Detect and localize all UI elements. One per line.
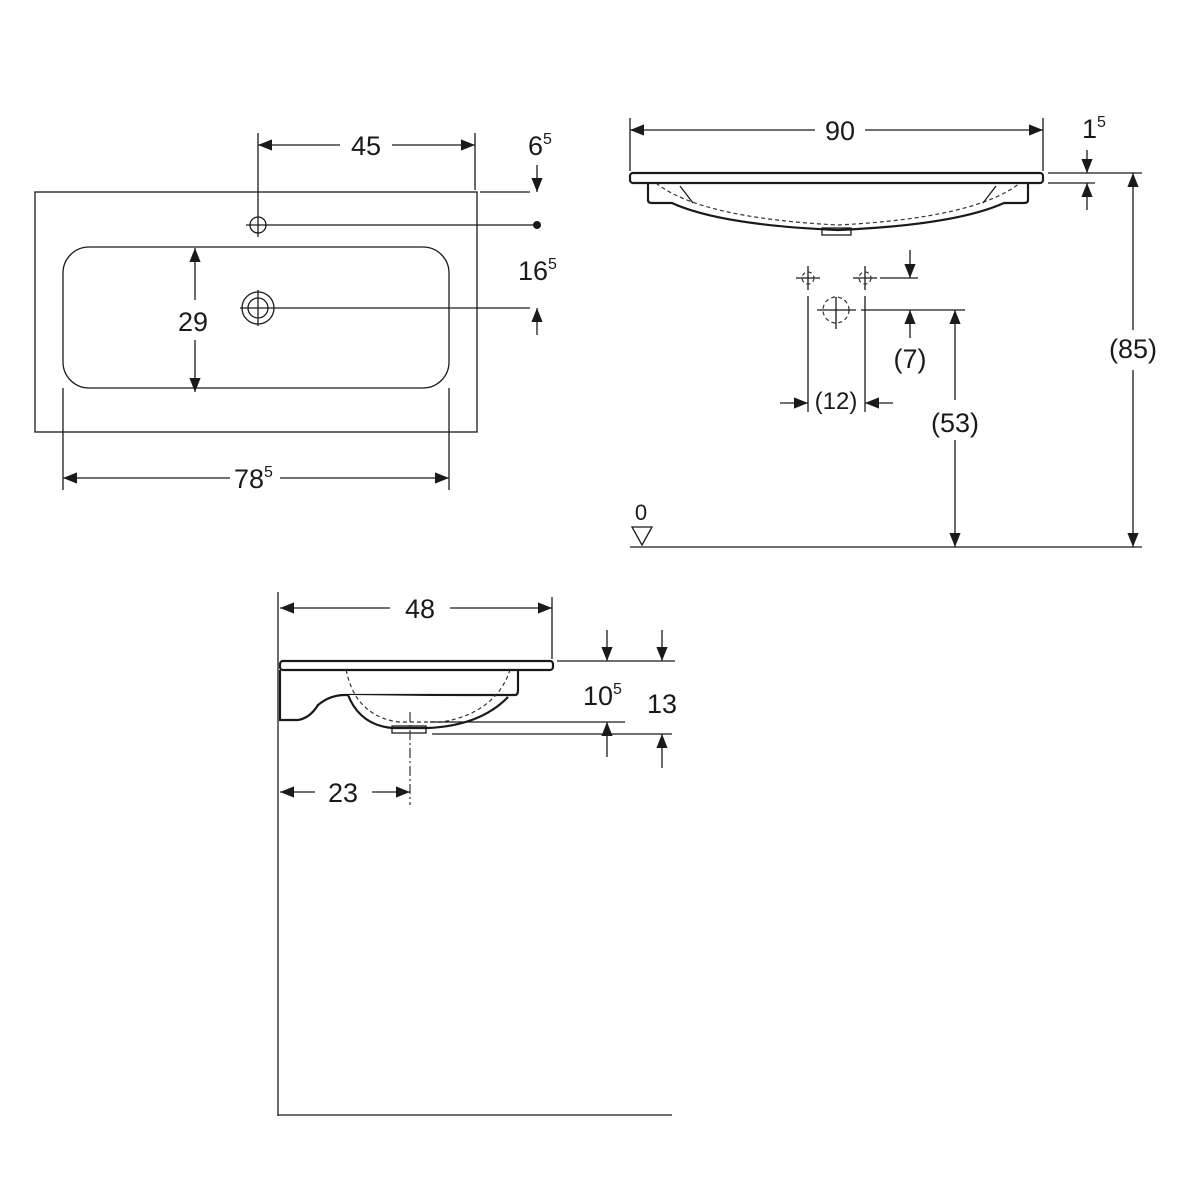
- tap-center-dot: [533, 221, 541, 229]
- dim-basin-width: 785: [234, 464, 273, 494]
- dim-projection: 48: [405, 594, 435, 624]
- supply-point-icon: [796, 266, 820, 290]
- countertop-slab: [278, 659, 555, 672]
- dim-total-depth: 13: [647, 689, 677, 719]
- dim-overall-width: 90: [825, 116, 855, 146]
- dim-supply-offset: (7): [894, 344, 927, 374]
- dim-drain-from-wall: 23: [328, 778, 358, 808]
- tap-hole-icon: [246, 213, 270, 237]
- front-view: 90 15 (85) 0 (7) (: [628, 114, 1157, 548]
- dim-basin-depth: 29: [178, 307, 208, 337]
- side-view: 48 105 13 23: [277, 592, 677, 1116]
- dim-tap-spacing: 45: [351, 131, 381, 161]
- dim-rim-thickness: 15: [1082, 114, 1106, 144]
- dim-bowl-depth: 105: [583, 681, 622, 711]
- dim-overall-height: (85): [1109, 334, 1157, 364]
- countertop-slab: [628, 171, 1045, 185]
- floor-level-icon: [630, 526, 654, 547]
- dim-tap-edge-offset: 65: [528, 131, 552, 161]
- dim-drain-height: (53): [931, 408, 979, 438]
- basin-outline: [62, 246, 450, 389]
- basin-bowl: [346, 694, 509, 730]
- dim-drain-to-tap: 165: [518, 256, 557, 286]
- supply-point-icon: [853, 266, 877, 290]
- basin-body: [646, 183, 1030, 232]
- dim-supply-spacing: (12): [815, 388, 858, 415]
- floor-level-label: 0: [635, 500, 647, 525]
- countertop-outline: [34, 191, 478, 433]
- drain-point-icon: [817, 296, 856, 329]
- drain-icon: [240, 290, 276, 326]
- top-view: 45 65 165 29 785: [34, 131, 557, 494]
